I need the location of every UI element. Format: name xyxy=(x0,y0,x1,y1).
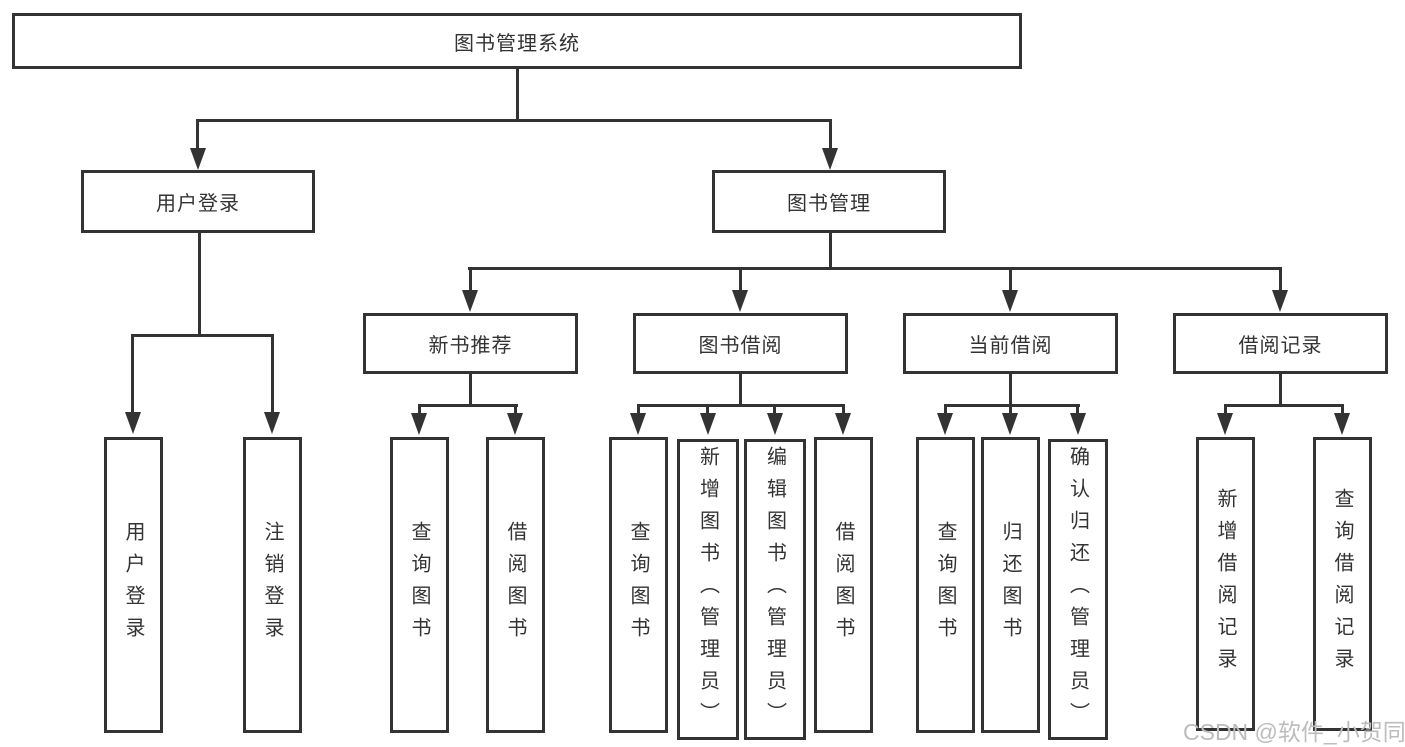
connector-group-split xyxy=(1224,404,1344,407)
arrow-down-icon xyxy=(411,413,427,435)
node-label: 借阅记录 xyxy=(1238,335,1323,357)
arrow-down-icon xyxy=(700,413,716,435)
connector-drop xyxy=(1224,404,1227,416)
connector-drop xyxy=(271,334,274,414)
leaf-logout: 注销登录 xyxy=(243,437,302,733)
leaf-label: 借阅图书 xyxy=(504,521,526,649)
node-current-borrowing: 当前借阅 xyxy=(903,313,1118,374)
connector-drop xyxy=(469,267,472,293)
connector-user-login-stem xyxy=(198,231,201,337)
connector-drop-user-login xyxy=(196,119,199,150)
connector-drop xyxy=(514,404,517,416)
leaf-label: 借阅图书 xyxy=(832,521,854,649)
connector-drop xyxy=(1279,267,1282,293)
connector-level3-split xyxy=(468,267,1282,270)
leaf-label: 注销登录 xyxy=(261,521,283,649)
connector-group-stem xyxy=(739,371,742,407)
leaf-label: 查询图书 xyxy=(627,521,649,649)
connector-group-stem xyxy=(1009,371,1012,407)
arrow-down-icon xyxy=(937,413,953,435)
connector-drop xyxy=(739,267,742,293)
connector-drop xyxy=(706,404,709,416)
leaf-query-borrow-record: 查询借阅记录 xyxy=(1313,437,1372,731)
arrow-down-icon xyxy=(1070,413,1086,435)
leaf-borrow-books: 借阅图书 xyxy=(486,437,545,733)
arrow-down-icon xyxy=(835,413,851,435)
node-label: 新书推荐 xyxy=(428,335,513,357)
leaf-add-book-admin: 新增图书（管理员） xyxy=(677,439,739,740)
connector-drop xyxy=(418,404,421,416)
connector-drop-book-mgmt xyxy=(829,119,832,150)
arrow-down-icon xyxy=(767,413,783,435)
connector-user-login-split xyxy=(131,334,274,337)
arrow-down-icon xyxy=(190,148,206,170)
connector-drop xyxy=(131,334,134,414)
node-new-book-recommend: 新书推荐 xyxy=(363,313,578,374)
node-library-management-system: 图书管理系统 xyxy=(12,13,1022,69)
leaf-label: 查询图书 xyxy=(408,521,430,649)
leaf-label: 查询借阅记录 xyxy=(1331,488,1353,680)
node-label: 图书管理系统 xyxy=(454,32,580,55)
connector-drop xyxy=(773,404,776,416)
node-label: 用户登录 xyxy=(156,193,240,215)
csdn-watermark: CSDN @软件_小贺同学 xyxy=(1183,719,1405,745)
arrow-down-icon xyxy=(264,412,280,434)
connector-group-split xyxy=(944,404,1080,407)
arrow-down-icon xyxy=(462,290,478,312)
leaf-confirm-return-admin: 确认归还（管理员） xyxy=(1048,439,1108,740)
node-book-management: 图书管理 xyxy=(712,170,946,233)
leaf-label: 新增借阅记录 xyxy=(1214,488,1236,680)
connector-drop xyxy=(944,404,947,416)
leaf-label: 用户登录 xyxy=(122,521,144,649)
node-user-login: 用户登录 xyxy=(81,170,315,233)
leaf-return-books: 归还图书 xyxy=(981,437,1040,733)
arrow-down-icon xyxy=(1272,290,1288,312)
connector-book-mgmt-stem xyxy=(829,231,832,270)
leaf-label: 归还图书 xyxy=(999,521,1021,649)
connector-group-split xyxy=(418,404,518,407)
leaf-add-borrow-record: 新增借阅记录 xyxy=(1196,437,1255,731)
connector-drop xyxy=(1076,404,1079,416)
node-book-borrowing: 图书借阅 xyxy=(633,313,848,374)
connector-drop xyxy=(842,404,845,416)
leaf-edit-book-admin: 编辑图书（管理员） xyxy=(744,439,806,740)
node-label: 图书管理 xyxy=(787,193,871,215)
arrow-down-icon xyxy=(1002,290,1018,312)
connector-group-stem xyxy=(1279,371,1282,407)
arrow-down-icon xyxy=(1002,413,1018,435)
connector-drop xyxy=(637,404,640,416)
node-borrowing-records: 借阅记录 xyxy=(1173,313,1388,374)
leaf-user-login: 用户登录 xyxy=(104,437,163,733)
arrow-down-icon xyxy=(1217,413,1233,435)
connector-group-stem xyxy=(469,371,472,407)
leaf-query-books: 查询图书 xyxy=(916,437,975,733)
connector-group-split xyxy=(637,404,845,407)
arrow-down-icon xyxy=(630,413,646,435)
leaf-label: 查询图书 xyxy=(934,521,956,649)
leaf-label: 编辑图书（管理员） xyxy=(763,445,786,734)
node-label: 图书借阅 xyxy=(698,335,783,357)
leaf-query-books: 查询图书 xyxy=(390,437,449,733)
node-label: 当前借阅 xyxy=(968,335,1053,357)
leaf-borrow-books: 借阅图书 xyxy=(814,437,873,733)
arrow-down-icon xyxy=(732,290,748,312)
arrow-down-icon xyxy=(822,148,838,170)
connector-level1-split xyxy=(196,119,832,122)
arrow-down-icon xyxy=(1334,413,1350,435)
arrow-down-icon xyxy=(125,412,141,434)
connector-drop xyxy=(1341,404,1344,416)
leaf-label: 新增图书（管理员） xyxy=(696,445,719,734)
leaf-query-books: 查询图书 xyxy=(609,437,668,733)
arrow-down-icon xyxy=(507,413,523,435)
connector-root-stem xyxy=(516,66,519,121)
leaf-label: 确认归还（管理员） xyxy=(1066,445,1089,734)
connector-drop xyxy=(1009,404,1012,416)
connector-drop xyxy=(1009,267,1012,293)
